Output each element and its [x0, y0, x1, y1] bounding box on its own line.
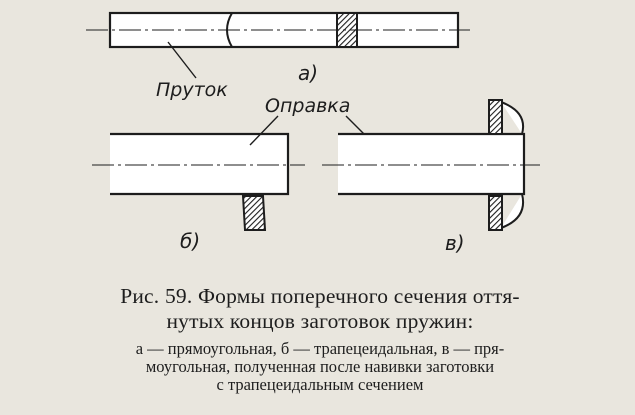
- mandrel-b: [110, 132, 290, 196]
- view-v-group: в): [322, 99, 540, 255]
- figure-caption-title: Рис. 59. Формы поперечного сечения оття-…: [40, 284, 600, 334]
- rectangular-section-v-top: [488, 99, 503, 135]
- winding-arc-bottom: [500, 193, 524, 229]
- rod-a-leader: [167, 41, 197, 79]
- view-b-label: б): [180, 229, 200, 253]
- mandrel-v: [338, 132, 526, 196]
- rod-label: Пруток: [156, 79, 228, 101]
- caption-legend-line-1: а — прямоугольная, б — трапецеидальная, …: [135, 339, 505, 358]
- view-v-label: в): [445, 231, 465, 255]
- view-a-label: а): [298, 61, 318, 85]
- winding-arc-top: [500, 101, 524, 135]
- figure-caption-legend: а — прямоугольная, б — трапецеидальная, …: [40, 340, 600, 394]
- view-b-group: б): [92, 132, 305, 253]
- caption-legend-line-2: моугольная, полученная после навивки заг…: [145, 357, 495, 376]
- mandrel-leader-left: [249, 115, 279, 146]
- caption-title-line-2: нутых концов заготовок пружин:: [166, 309, 474, 333]
- view-a-group: Пруток а): [86, 11, 470, 101]
- rectangular-section-v-bottom: [488, 195, 503, 231]
- caption-title-line-1: Рис. 59. Формы поперечного сечения оття-: [120, 284, 520, 308]
- trapezoidal-section-b: [241, 195, 267, 231]
- caption-legend-line-3: с трапецеидальным сечением: [216, 375, 424, 394]
- mandrel-label: Оправка: [265, 95, 350, 117]
